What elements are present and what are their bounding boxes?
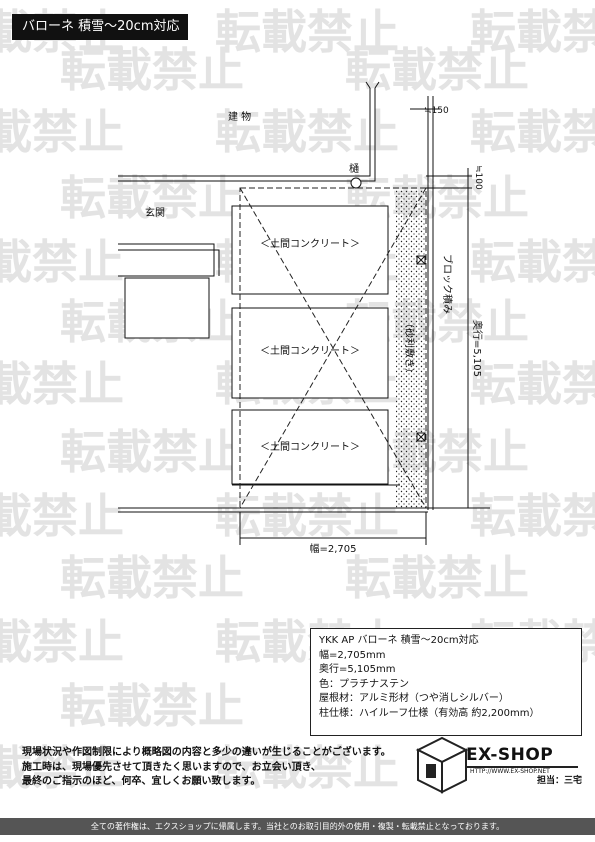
watermark-text: 転載禁止 (215, 105, 399, 159)
block-wall-label: ブロック積み (441, 254, 454, 314)
block-wall (427, 96, 434, 510)
note-line: 現場状況や作図制限により概略図の内容と多少の違いが生じることがございます。 (22, 747, 391, 758)
watermark-text: 転載禁止 (470, 489, 595, 543)
concrete-label: ＜土間コンクリート＞ (260, 344, 360, 357)
product-roof: 屋根材：アルミ形材（つや消しシルバー） (319, 693, 509, 705)
watermark-text: 転載禁止 (215, 489, 399, 543)
product-pillar: 柱仕様：ハイルーフ仕様（有効高 約2,200mm） (319, 707, 540, 719)
product-color: 色：プラチナステン (319, 678, 409, 690)
ex-shop-logo-icon (415, 736, 578, 794)
building-label: 建 物 (228, 110, 251, 123)
dimension-line (239, 512, 427, 545)
concrete-label: ＜土間コンクリート＞ (260, 440, 360, 453)
offset-top-label: ≒150 (424, 106, 449, 116)
gutter-label: 樋 (349, 162, 359, 175)
watermark-text: 転載禁止 (60, 679, 244, 733)
watermark-text: 転載禁止 (470, 105, 595, 159)
product-depth: 奥行=5,105mm (319, 664, 396, 676)
watermark-text: 転載禁止 (215, 741, 399, 795)
entrance-box (124, 277, 210, 339)
staff-label: 担当：三宅 (537, 776, 583, 786)
width-dimension-label: 幅=2,705 (309, 542, 356, 555)
watermark-text: 転載禁止 (345, 43, 529, 97)
watermark-text: 転載禁止 (60, 43, 244, 97)
concrete-panel (231, 205, 389, 295)
dimension-line (462, 188, 474, 509)
concrete-label: ＜土間コンクリート＞ (260, 237, 360, 250)
depth-dimension-label: 奥行=5,105 (471, 320, 484, 377)
watermark-text: 転載禁止 (470, 5, 595, 59)
offset-side-label: ≒100 (473, 165, 483, 190)
watermark-text: 転載禁止 (60, 425, 244, 479)
entrance-label: 玄関 (145, 206, 165, 219)
watermark-text: 転載禁止 (0, 235, 124, 289)
watermark-text: 転載禁止 (215, 5, 399, 59)
watermark-text: 転載禁止 (345, 551, 529, 605)
watermark-text: 転載禁止 (470, 235, 595, 289)
note-line: 最終のご指示のほど、何卒、宜しくお願い致します。 (22, 776, 261, 787)
watermark-text: 転載禁止 (0, 357, 124, 411)
watermark-text: 転載禁止 (0, 105, 124, 159)
building-wall (118, 81, 380, 182)
logo-url: HTTP://WWW.EX-SHOP.NET (470, 768, 550, 775)
logo-name: EX-SHOP (466, 745, 554, 765)
watermark-text: 転載禁止 (60, 171, 244, 225)
watermark-text: 転載禁止 (0, 489, 124, 543)
watermark-text: 転載禁止 (0, 615, 124, 669)
watermark-text: 転載禁止 (60, 551, 244, 605)
gutter-icon (350, 177, 362, 189)
product-name: YKK AP バローネ 積雪～20cm対応 (319, 635, 479, 646)
page-title: バローネ 積雪～20cm対応 (12, 14, 188, 40)
concrete-panel (231, 409, 389, 485)
entrance-step (118, 243, 220, 277)
watermark-text: 転載禁止 (0, 741, 124, 795)
copyright-footer: 全ての著作権は、エクスショップに帰属します。当社とのお取引目的外の使用・複製・転… (0, 818, 595, 835)
gravel-label: （砂利敷き） (403, 318, 416, 378)
product-info-box: YKK AP バローネ 積雪～20cm対応 幅=2,705mm 奥行=5,105… (310, 628, 582, 736)
product-width: 幅=2,705mm (319, 649, 386, 661)
gravel-strip (396, 190, 426, 508)
site-notes: 現場状況や作図制限により概略図の内容と多少の違いが生じることがございます。 施工… (22, 746, 391, 790)
concrete-panel (231, 307, 389, 399)
watermark-text: 転載禁止 (470, 357, 595, 411)
post-marker (416, 255, 426, 442)
note-line: 施工時は、現場優先させて頂きたく思いますので、お立会い頂き、 (22, 761, 321, 773)
